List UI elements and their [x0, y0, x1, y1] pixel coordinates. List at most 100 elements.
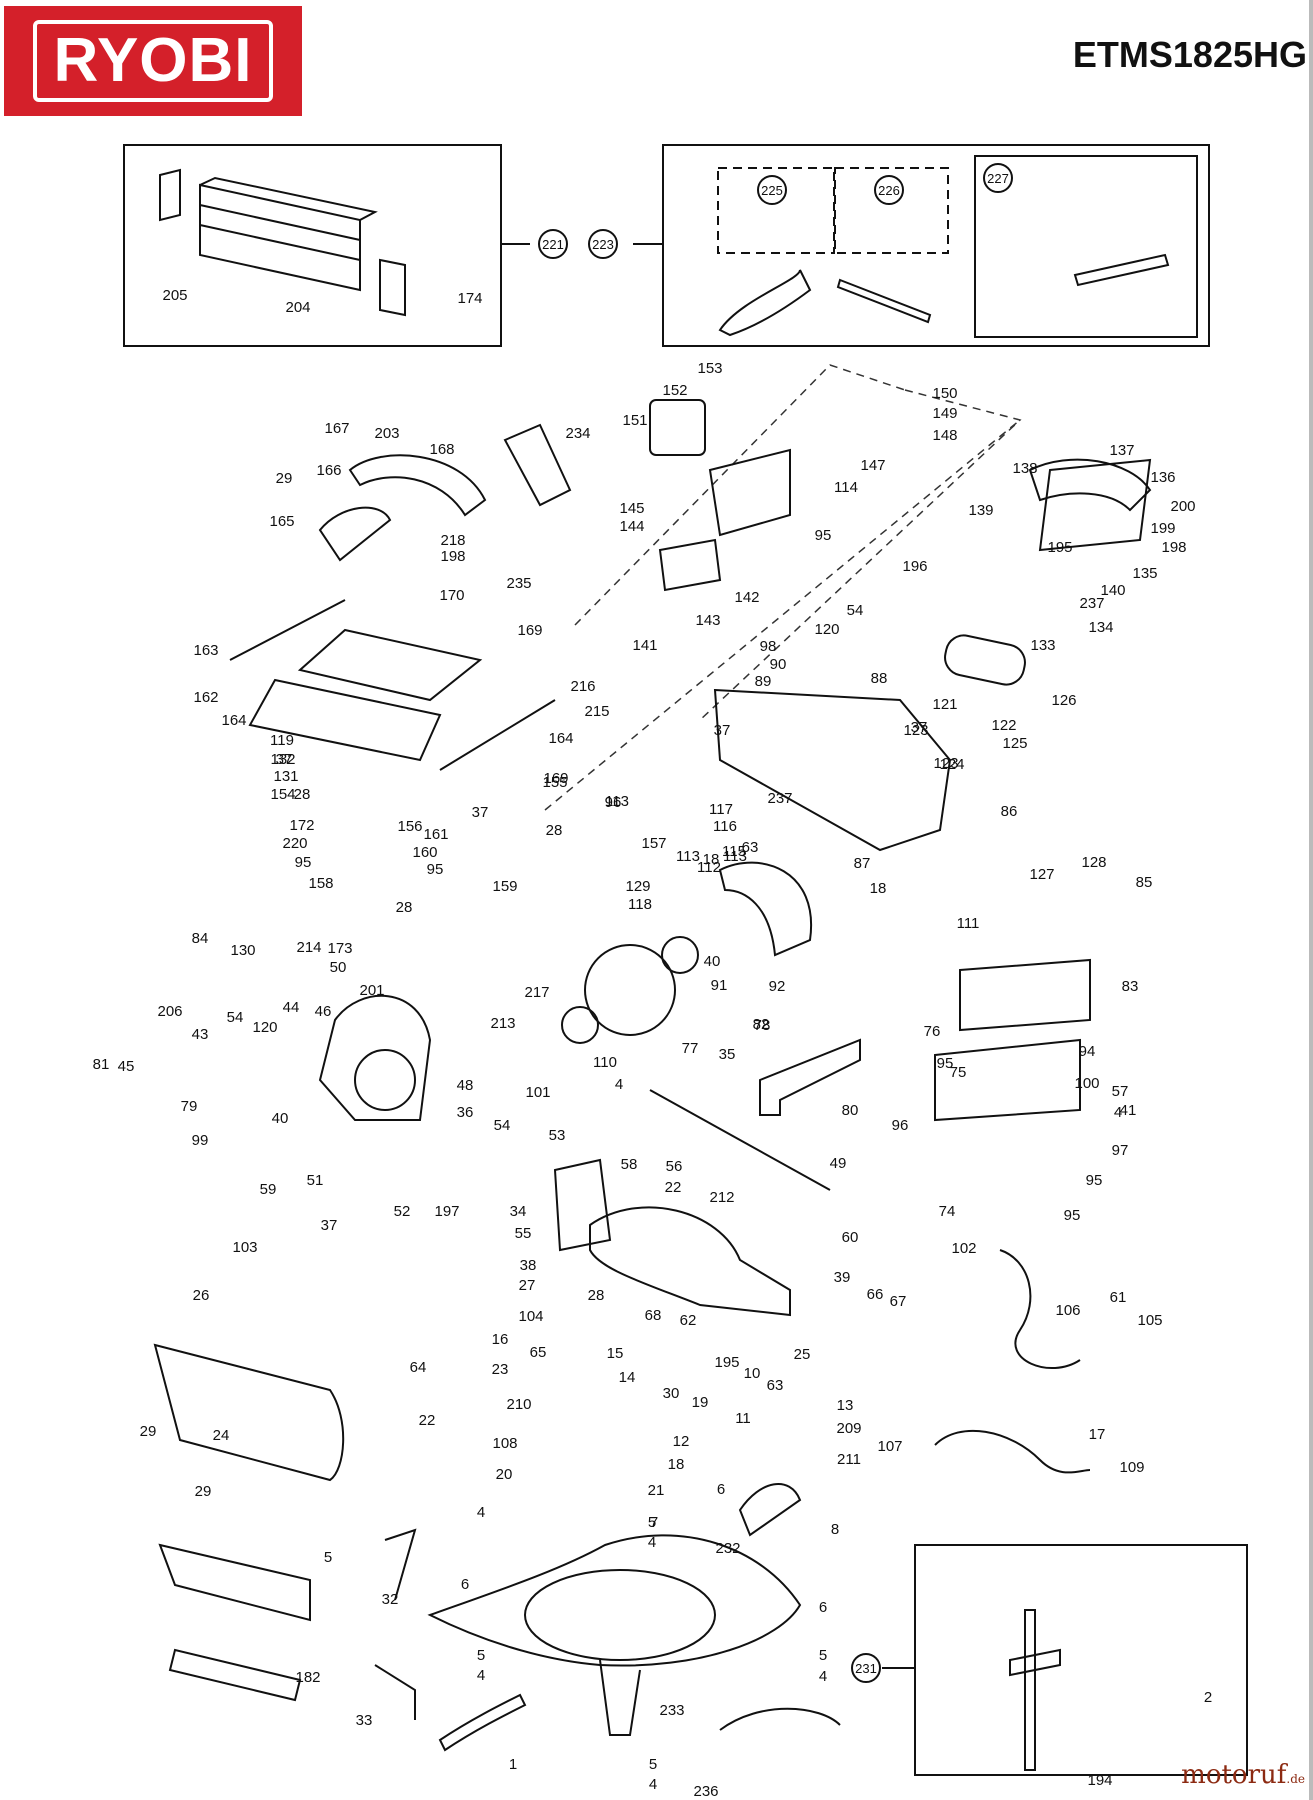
- callout-number: 32: [382, 1591, 399, 1608]
- callout-121: 121: [932, 696, 957, 713]
- callout-196: 196: [902, 558, 927, 575]
- callout-number: 206: [157, 1003, 182, 1020]
- callout-number: 216: [570, 678, 595, 695]
- callout-147: 147: [860, 457, 885, 474]
- callout-215: 215: [584, 703, 609, 720]
- callout-113: 113: [723, 848, 747, 865]
- callout-117: 117: [709, 801, 733, 818]
- callout-number: 68: [645, 1307, 662, 1324]
- callout-237: 237: [767, 790, 792, 807]
- callout-number: 165: [269, 513, 294, 530]
- callout-number: 29: [195, 1483, 212, 1500]
- callout-35: 35: [719, 1046, 736, 1063]
- callout-5: 5: [648, 1514, 656, 1531]
- callout-166: 166: [316, 462, 341, 479]
- callout-number: 40: [704, 953, 721, 970]
- callout-number: 52: [394, 1203, 411, 1220]
- callout-120: 120: [252, 1019, 277, 1036]
- callout-number: 16: [492, 1331, 509, 1348]
- callout-number: 172: [289, 817, 314, 834]
- callout-234: 234: [565, 425, 590, 442]
- handle-grip: [318, 506, 392, 562]
- callout-197: 197: [434, 1203, 459, 1220]
- callout-number: 203: [374, 425, 399, 442]
- callout-123: 123: [933, 755, 958, 772]
- callout-number: 7: [650, 1514, 658, 1531]
- callout-number: 5: [324, 1549, 332, 1566]
- accessory-kit-box: [662, 144, 1210, 347]
- callout-number: 163: [193, 642, 218, 659]
- callout-210: 210: [506, 1396, 531, 1413]
- turntable: [524, 1569, 716, 1661]
- hex-key-232: [384, 1528, 417, 1601]
- callout-87: 87: [854, 855, 871, 872]
- callout-number: 140: [1100, 582, 1125, 599]
- cord-109: [934, 1429, 1091, 1474]
- callout-158: 158: [308, 875, 333, 892]
- callout-number: 148: [932, 427, 957, 444]
- callout-225: 225: [757, 175, 787, 205]
- callout-4: 4: [477, 1667, 485, 1684]
- callout-21: 21: [648, 1482, 665, 1499]
- callout-211: 211: [837, 1451, 861, 1468]
- callout-number: 88: [871, 670, 888, 687]
- brush-strip-33: [168, 1648, 302, 1702]
- wrench-236: [438, 1693, 527, 1752]
- callout-92: 92: [769, 978, 786, 995]
- callout-145: 145: [619, 500, 644, 517]
- callout-number: 1: [509, 1756, 517, 1773]
- motor-field: [649, 399, 706, 456]
- callout-6: 6: [819, 1599, 827, 1616]
- callout-174: 174: [457, 290, 482, 307]
- callout-221: 221: [538, 229, 568, 259]
- callout-195: 195: [714, 1354, 739, 1371]
- callout-number: 126: [1051, 692, 1076, 709]
- callout-32: 32: [382, 1591, 399, 1608]
- callout-number: 204: [285, 299, 310, 316]
- callout-194: 194: [1087, 1772, 1112, 1789]
- clamp-rod: [1024, 1609, 1036, 1771]
- callout-27: 27: [519, 1277, 536, 1294]
- callout-160: 160: [412, 844, 437, 861]
- callout-124: 124: [939, 756, 964, 773]
- callout-number: 131: [273, 768, 298, 785]
- callout-number: 54: [494, 1117, 511, 1134]
- callout-number: 142: [734, 589, 759, 606]
- blade-guard: [718, 861, 813, 957]
- callout-79: 79: [181, 1098, 198, 1115]
- callout-220: 220: [282, 835, 307, 852]
- callout-number: 137: [1109, 442, 1134, 459]
- callout-number: 4: [1114, 1104, 1122, 1121]
- callout-24: 24: [213, 1427, 230, 1444]
- callout-number: 54: [847, 602, 864, 619]
- callout-95: 95: [1086, 1172, 1103, 1189]
- callout-number: 122: [991, 717, 1016, 734]
- callout-number: 233: [659, 1702, 684, 1719]
- callout-number: 123: [933, 755, 958, 772]
- callout-circle: [983, 163, 1013, 193]
- callout-number: 54: [227, 1009, 244, 1026]
- callout-number: 63: [742, 839, 759, 856]
- callout-number: 51: [307, 1172, 324, 1189]
- callout-5: 5: [649, 1756, 657, 1773]
- callout-67: 67: [890, 1293, 907, 1310]
- callout-number: 212: [709, 1189, 734, 1206]
- callout-number: 128: [1081, 854, 1106, 871]
- callout-number: 29: [140, 1423, 157, 1440]
- dust-chute-32: [158, 1543, 311, 1622]
- hold-down-bar: [836, 278, 932, 324]
- callout-53: 53: [549, 1127, 566, 1144]
- callout-circle: [874, 175, 904, 205]
- callout-49: 49: [830, 1155, 847, 1172]
- callout-148: 148: [932, 427, 957, 444]
- callout-102: 102: [951, 1240, 976, 1257]
- callout-number: 213: [490, 1015, 515, 1032]
- callout-37: 37: [714, 722, 731, 739]
- callout-204: 204: [285, 299, 310, 316]
- callout-number: 226: [878, 183, 900, 198]
- callout-157: 157: [641, 835, 666, 852]
- callout-number: 90: [770, 656, 787, 673]
- callout-number: 14: [619, 1369, 636, 1386]
- motor-housing: [708, 448, 791, 537]
